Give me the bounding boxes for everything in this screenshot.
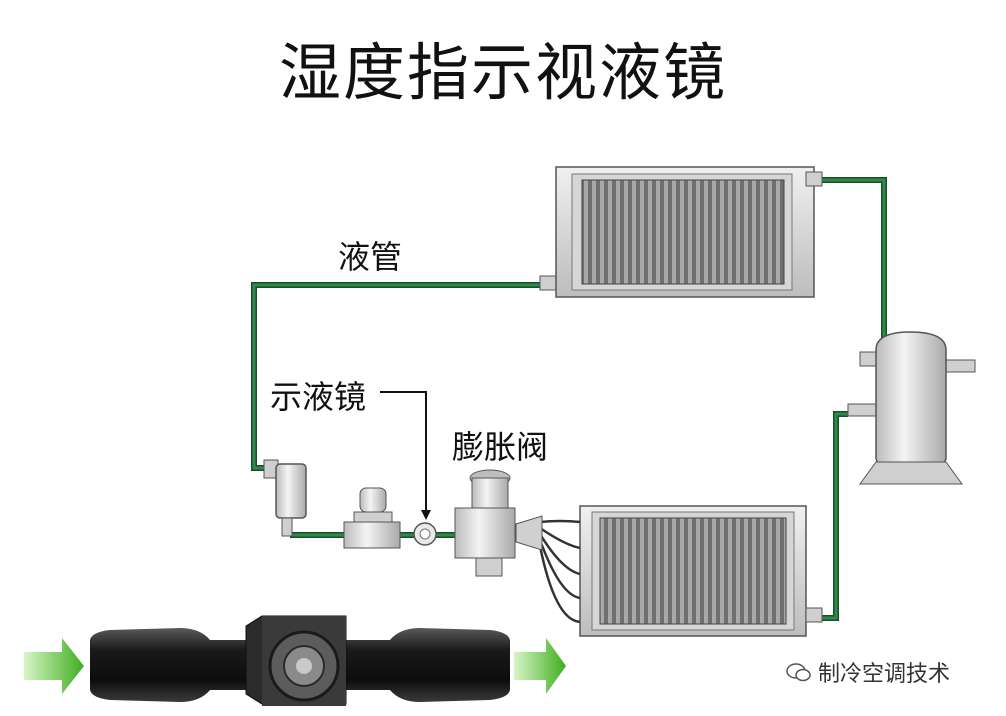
sight-glass-pointer [380,391,427,512]
watermark-text: 制冷空调技术 [818,662,951,687]
evaporator-icon [515,505,823,637]
watermark: 制冷空调技术 [786,656,950,688]
liquid-line-label: 液管 [338,238,403,276]
expansion-valve-icon [454,469,516,577]
sight-glass-photo [90,615,510,706]
page-title: 湿度指示视液镜 [278,36,727,109]
compressor-icon [847,331,976,485]
flow-arrow-icon [24,638,566,694]
sight-glass-label: 示液镜 [270,378,367,416]
sight-glass-icon [413,522,437,546]
wechat-icon [786,663,811,682]
filter-drier-icon [263,459,307,537]
solenoid-valve-icon [343,487,401,549]
expansion-valve-label: 膨胀阀 [452,428,549,466]
condenser-icon [539,166,823,298]
